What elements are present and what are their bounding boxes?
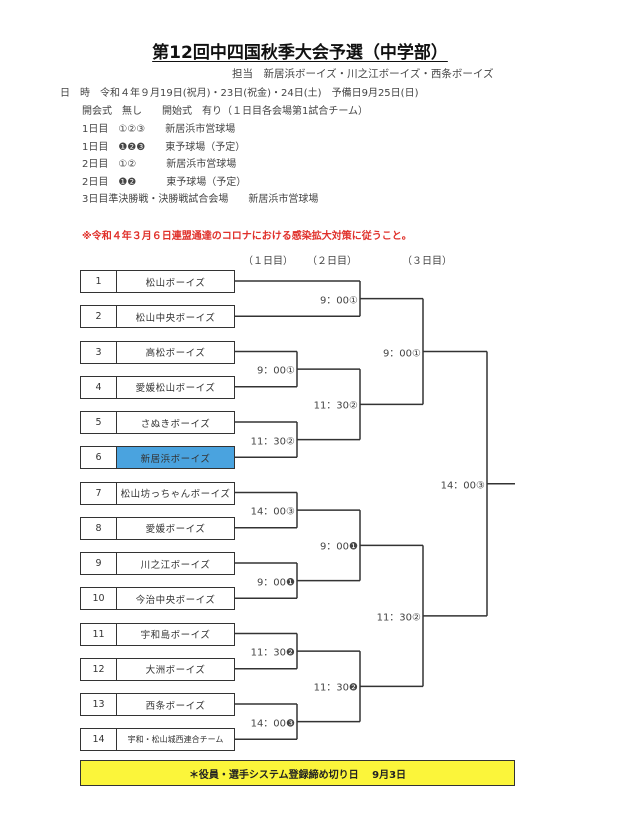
team-number: 8 [81,517,117,539]
round-header-day3: （３日目） [402,256,452,267]
team-number: 2 [81,306,117,328]
team-number: 6 [81,447,117,469]
match-time: 11：30② [250,436,295,448]
team-name: 宇和・松山城西連合チーム [127,735,224,745]
match-time: 11：30② [313,400,358,412]
venue-line: 1日目 ①②③ 新居浜市営球場 [82,124,236,135]
team-number: 13 [81,694,117,715]
covid-notice: ※令和４年３月６日連盟通達のコロナにおける感染拡大対策に従うこと。 [82,231,412,242]
team-number: 9 [81,553,117,574]
team-number: 3 [81,341,117,363]
team-name: 今治中央ボーイズ [135,594,216,606]
team-name: 西条ボーイズ [145,700,206,712]
team-name: 松山ボーイズ [145,277,206,289]
match-time: 9：00① [319,295,358,307]
team-row: 8 愛媛ボーイズ [80,516,235,540]
team-number: 14 [81,729,117,751]
team-row: 4 愛媛松山ボーイズ [80,375,235,399]
page-title: 第12回中四国秋季大会予選（中学部） [152,43,448,63]
deadline-notice: ＊役員・選手システム登録締め切り日 9月3日 [80,760,515,786]
team-name: 川之江ボーイズ [140,559,211,571]
team-row: 5 さぬきボーイズ [80,411,235,434]
match-time: 14：00③ [440,480,485,492]
team-name: 松山坊っちゃんボーイズ [120,489,231,500]
team-row: 14 宇和・松山城西連合チーム [80,728,235,752]
team-row: 9 川之江ボーイズ [80,552,235,575]
schedule: 日 時 令和４年９月19日(祝月)・23日(祝金)・24日(土) 予備日9月25… [60,88,419,99]
team-name: 高松ボーイズ [145,348,206,359]
match-time: 9：00❶ [256,577,295,589]
team-number: 7 [81,482,117,504]
match-time: 9：00① [256,365,295,377]
team-row: 2 松山中央ボーイズ [80,305,235,329]
team-number: 12 [81,658,117,680]
team-row: 3 高松ボーイズ [80,340,235,364]
match-time: 14：00❸ [250,718,295,730]
team-name: 新居浜ボーイズ [117,447,234,469]
team-name: 宇和島ボーイズ [140,630,211,641]
organizer: 担当 新居浜ボーイズ・川之江ボーイズ・西条ボーイズ [232,68,494,80]
venue-line: 2日目 ❶❷ 東予球場（予定） [82,177,247,188]
match-time: 9：00❶ [319,541,358,553]
round-header-day2: （２日目） [307,256,357,267]
team-name: さぬきボーイズ [140,418,211,430]
team-number: 11 [81,623,117,645]
match-time: 11：30❷ [313,682,358,694]
team-name: 松山中央ボーイズ [135,312,216,324]
match-time: 11：30❷ [250,647,295,659]
venue-line: 3日目準決勝戦・決勝戦試合会場 新居浜市営球場 [82,194,319,205]
match-time: 9：00① [382,348,421,359]
team-number: 10 [81,588,117,610]
team-row: 11 宇和島ボーイズ [80,622,235,646]
team-row: 12 大洲ボーイズ [80,657,235,681]
round-header-day1: （１日目） [243,256,293,267]
team-number: 1 [81,271,117,292]
team-row: 10 今治中央ボーイズ [80,587,235,611]
team-number: 4 [81,376,117,398]
team-name: 大洲ボーイズ [145,665,206,677]
venue-line: 2日目 ①② 新居浜市営球場 [82,159,237,170]
venue-line: 1日目 ❶❷❸ 東予球場（予定） [82,142,246,153]
team-number: 5 [81,412,117,433]
team-row: 13 西条ボーイズ [80,693,235,716]
match-time: 11：30② [376,612,421,624]
team-name: 愛媛松山ボーイズ [135,383,216,395]
ceremony: 開会式 無し 開始式 有り（１日目各会場第1試合チーム） [82,106,369,117]
match-time: 14：00③ [250,506,295,518]
team-row: 1 松山ボーイズ [80,270,235,293]
team-name: 愛媛ボーイズ [145,524,206,536]
